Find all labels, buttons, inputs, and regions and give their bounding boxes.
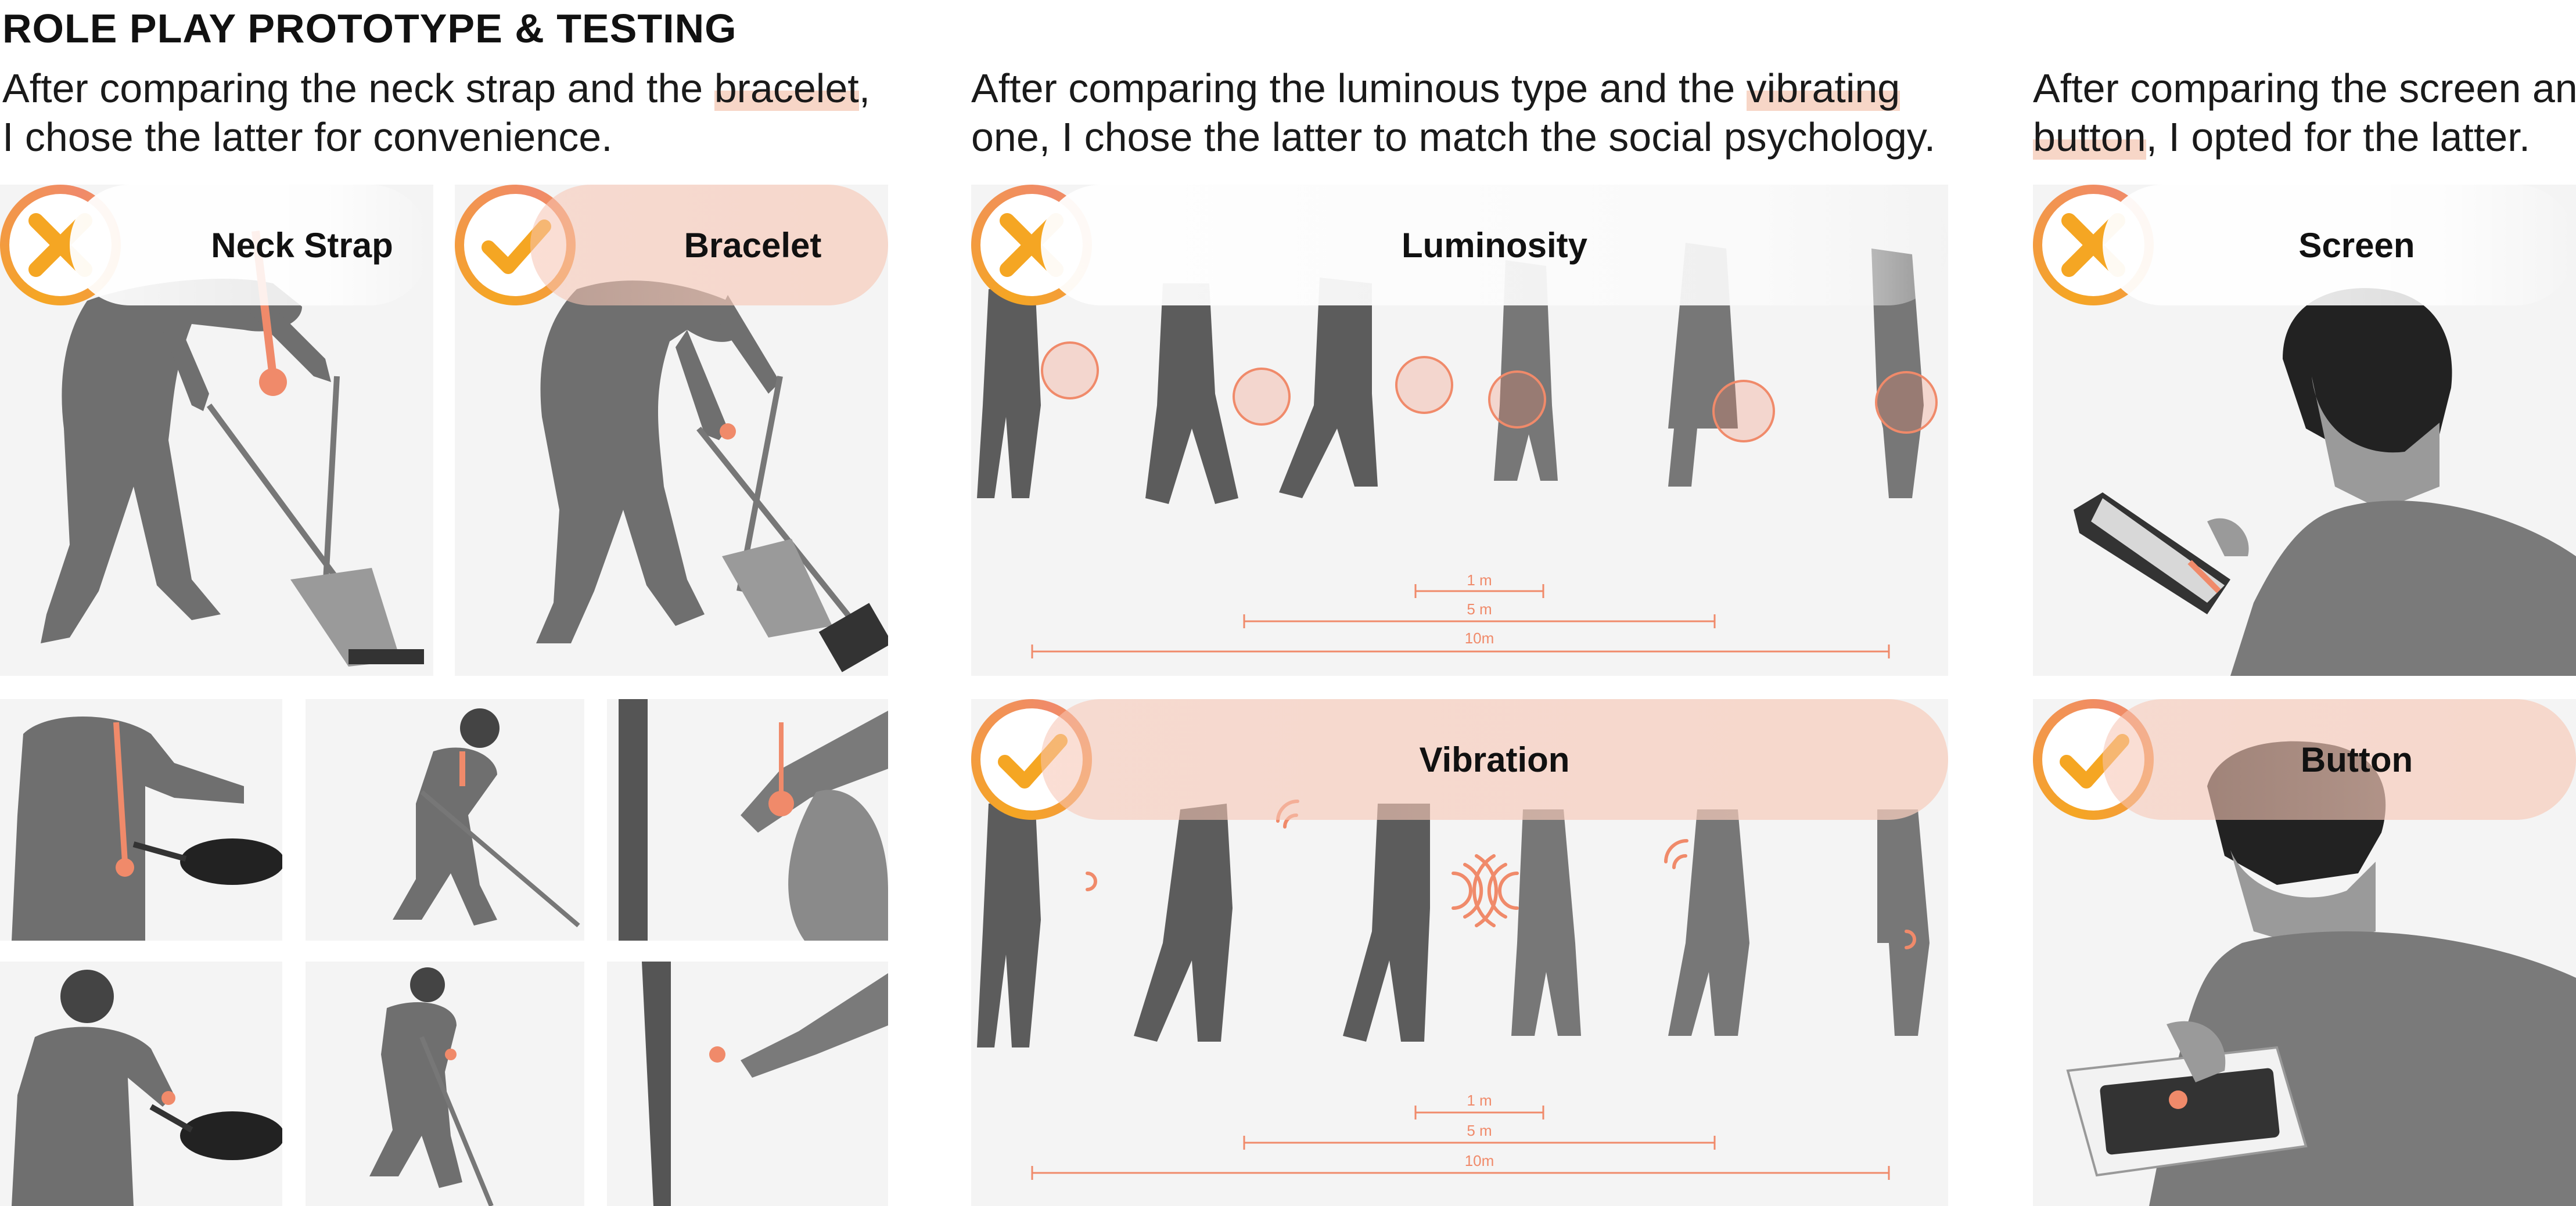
usage-photo-mopping-strap bbox=[306, 699, 584, 941]
person-mopping-illustration bbox=[369, 967, 494, 1206]
hand-broom-illustration bbox=[642, 962, 888, 1206]
usage-photo-broom-strap bbox=[607, 699, 888, 941]
scale-label-10m: 10m bbox=[1464, 629, 1494, 647]
highlight-word: button bbox=[2033, 114, 2146, 160]
distance-scale bbox=[1031, 1106, 1890, 1180]
option-screen: Screen bbox=[2103, 185, 2576, 305]
person-sweeping-illustration bbox=[536, 280, 888, 672]
person-cooking-illustration bbox=[12, 970, 282, 1206]
intro-text-vibration: After comparing the luminous type and th… bbox=[971, 64, 1935, 161]
scale-label-10m: 10m bbox=[1464, 1152, 1494, 1169]
intro-line: I chose the latter for convenience. bbox=[2, 114, 613, 160]
intro-line: After comparing the screen and bbox=[2033, 66, 2576, 111]
scale-label-1m: 1 m bbox=[1467, 571, 1492, 589]
option-button: Button bbox=[2103, 699, 2576, 820]
highlight-word: bracelet bbox=[714, 66, 859, 111]
bracelet-photo: Bracelet bbox=[455, 185, 888, 676]
neck-strap-photo: Neck Strap bbox=[0, 185, 433, 676]
usage-photo-cooking-bracelet bbox=[0, 962, 282, 1206]
person-cooking-illustration bbox=[12, 717, 282, 941]
usage-photo-mopping-bracelet bbox=[306, 962, 584, 1206]
intro-text-bracelet: After comparing the neck strap and the b… bbox=[2, 64, 870, 161]
option-label: Neck Strap bbox=[211, 225, 393, 265]
scale-label-5m: 5 m bbox=[1467, 1122, 1492, 1139]
option-label: Vibration bbox=[1419, 740, 1570, 779]
option-label: Button bbox=[2300, 740, 2413, 779]
option-label: Luminosity bbox=[1401, 225, 1587, 265]
intro-line: , bbox=[858, 66, 871, 111]
option-bracelet: Bracelet bbox=[530, 185, 888, 305]
person-with-keypad-illustration bbox=[2066, 741, 2576, 1206]
option-luminosity: Luminosity bbox=[1041, 185, 1948, 305]
page-title: ROLE PLAY PROTOTYPE & TESTING bbox=[2, 6, 737, 51]
person-with-tablet-illustration bbox=[2074, 288, 2576, 676]
highlight-word: vibrating bbox=[1746, 66, 1900, 111]
intro-text-button: After comparing the screen and button, I… bbox=[2033, 64, 2576, 161]
scale-label-1m: 1 m bbox=[1467, 1092, 1492, 1109]
scale-label-5m: 5 m bbox=[1467, 600, 1492, 618]
screen-test-photo: Screen bbox=[2033, 185, 2576, 676]
vibration-test-photo: Vibration 1 m 5 m 10m bbox=[971, 699, 1948, 1206]
intro-line: After comparing the neck strap and the bbox=[2, 66, 714, 111]
person-mopping-illustration bbox=[393, 708, 580, 928]
walking-figures-vibration bbox=[977, 798, 1930, 1047]
option-label: Screen bbox=[2298, 225, 2415, 265]
usage-photo-broom-bracelet bbox=[607, 962, 888, 1206]
button-test-photo: Button bbox=[2033, 699, 2576, 1206]
luminosity-test-photo: Luminosity 1 m 5 m 10m bbox=[971, 185, 1948, 676]
intro-line: , I opted for the latter. bbox=[2146, 114, 2531, 160]
usage-photo-cooking-strap bbox=[0, 699, 282, 941]
walking-figures-luminosity bbox=[977, 243, 1938, 504]
option-label: Bracelet bbox=[684, 225, 822, 265]
hand-broom-illustration bbox=[619, 699, 888, 941]
distance-scale bbox=[1031, 584, 1890, 658]
intro-line: After comparing the luminous type and th… bbox=[971, 66, 1747, 111]
option-vibration: Vibration bbox=[1041, 699, 1948, 820]
option-neck-strap: Neck Strap bbox=[70, 185, 430, 305]
person-sweeping-illustration bbox=[41, 231, 424, 667]
intro-line: one, I chose the latter to match the soc… bbox=[971, 114, 1936, 160]
